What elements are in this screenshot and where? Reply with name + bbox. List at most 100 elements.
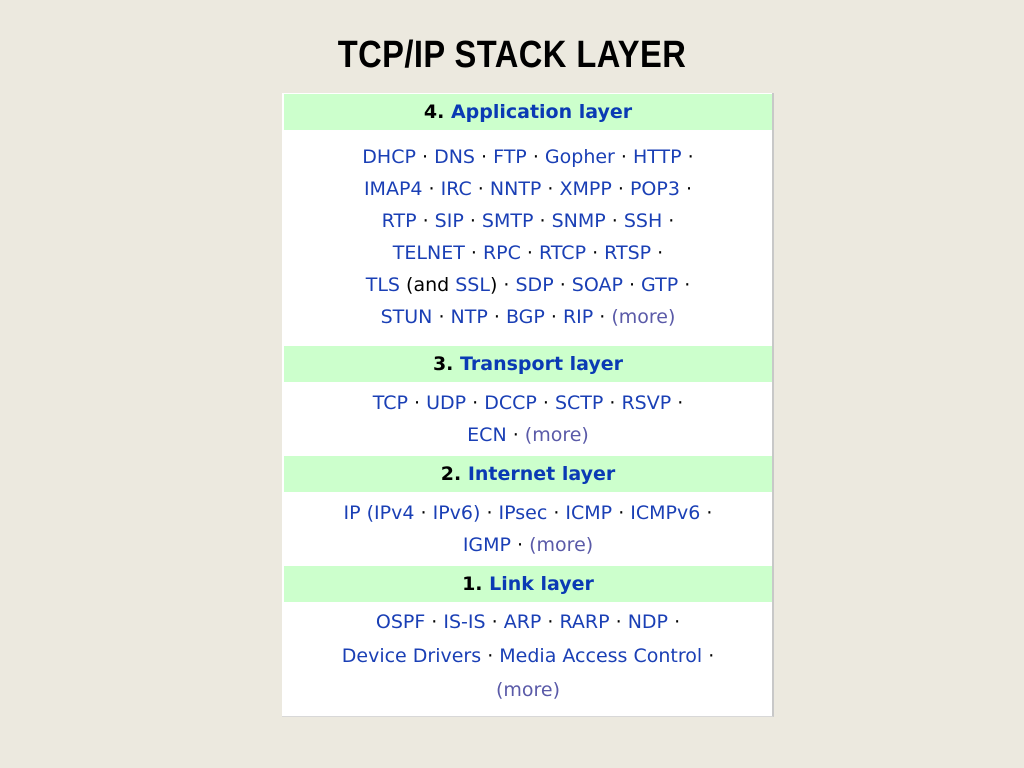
protocol-link-gtp[interactable]: GTP [641,274,679,296]
separator-dot: · [553,274,572,296]
separator-dot: · [614,146,633,168]
protocol-line: RTP · SIP · SMTP · SNMP · SSH · [284,205,772,237]
separator-dot: · [612,502,631,524]
application-layer-header: 4. Application layer [284,94,772,130]
protocol-link-ssh[interactable]: SSH [623,210,663,232]
separator-dot: · [415,146,435,168]
protocol-link-udp[interactable]: UDP [426,392,467,414]
internet-layer-number: 2. [440,463,462,485]
protocol-link-rip[interactable]: RIP [562,306,594,328]
protocol-link-xmpp[interactable]: XMPP [559,178,612,200]
protocol-link-media-access-control[interactable]: Media Access Control [499,645,703,667]
protocol-line: IMAP4 · IRC · NNTP · XMPP · POP3 · [284,173,772,205]
protocol-link-rpc[interactable]: RPC [482,242,521,264]
separator-dot: · [533,210,552,232]
protocol-link-rsvp[interactable]: RSVP [621,392,672,414]
protocol-line: OSPF · IS-IS · ARP · RARP · NDP · [284,605,772,639]
slide-title: TCP/IP STACK LAYER [337,34,687,76]
protocol-link-ip-ipv4[interactable]: IP (IPv4 [343,502,415,524]
protocol-line: IGMP · (more) [284,529,772,561]
protocol-link-telnet[interactable]: TELNET [392,242,465,264]
separator-dot: · [463,210,482,232]
protocol-link-dccp[interactable]: DCCP [484,392,537,414]
separator-dot: · [662,210,675,232]
separator-dot: · [416,210,435,232]
separator-dot: · [511,534,530,556]
more-link[interactable]: (more) [524,424,589,446]
protocol-line: DHCP · DNS · FTP · Gopher · HTTP · [284,141,772,173]
protocol-link-pop3[interactable]: POP3 [629,178,680,200]
protocol-line: TCP · UDP · DCCP · SCTP · RSVP · [284,387,772,419]
protocol-link-icmp[interactable]: ICMP [565,502,613,524]
separator-dot: · [609,611,628,633]
protocol-link-nntp[interactable]: NNTP [489,178,542,200]
application-layer-link[interactable]: Application layer [450,101,633,123]
separator-dot: · [593,306,612,328]
link-layer-number: 1. [462,573,483,595]
protocol-link-ndp[interactable]: NDP [627,611,669,633]
separator-dot: · [485,611,504,633]
protocol-link-soap[interactable]: SOAP [571,274,623,296]
protocol-link-rarp[interactable]: RARP [559,611,610,633]
protocol-link-device-drivers[interactable]: Device Drivers [341,645,488,667]
separator-dot: · [536,392,555,414]
protocol-link-sdp[interactable]: SDP [515,274,554,296]
protocol-link-http[interactable]: HTTP [632,146,682,168]
separator-dot: · [651,242,664,264]
transport-layer-link[interactable]: Transport layer [460,353,624,375]
separator-dot: · [425,611,444,633]
protocol-link-is-is[interactable]: IS-IS [443,611,486,633]
protocol-link-gopher[interactable]: Gopher [544,146,615,168]
application-layer-protocols: DHCP · DNS · FTP · Gopher · HTTP · IMAP4… [284,141,772,333]
more-link[interactable]: (more) [495,679,561,701]
separator-dot: · [603,392,622,414]
protocol-link-smtp[interactable]: SMTP [481,210,534,232]
separator-dot: · [541,611,560,633]
protocol-link-ospf[interactable]: OSPF [375,611,426,633]
protocol-link-tls-and-ssl[interactable]: TLS (and SSL) [365,274,498,296]
protocol-link-igmp[interactable]: IGMP [462,534,511,556]
separator-dot: · [422,178,441,200]
internet-layer-link[interactable]: Internet layer [467,463,616,485]
separator-dot: · [466,392,485,414]
protocol-link-icmpv6[interactable]: ICMPv6 [630,502,701,524]
protocol-link-dns[interactable]: DNS [434,146,475,168]
separator-dot: · [700,502,713,524]
tcp-ip-stack-table: 4. Application layer DHCP · DNS · FTP · … [282,93,774,717]
protocol-link-ntp[interactable]: NTP [450,306,488,328]
protocol-link-ftp[interactable]: FTP [493,146,527,168]
link-layer-link[interactable]: Link layer [489,573,594,595]
protocol-link-stun[interactable]: STUN [380,306,433,328]
protocol-link-sctp[interactable]: SCTP [554,392,604,414]
protocol-link-rtcp[interactable]: RTCP [539,242,587,264]
separator-dot: · [679,178,693,200]
protocol-link-irc[interactable]: IRC [440,178,472,200]
transport-layer-protocols: TCP · UDP · DCCP · SCTP · RSVP · ECN · (… [284,387,772,451]
separator-dot: · [544,306,563,328]
separator-dot: · [611,178,630,200]
application-layer-number: 4. [423,101,445,123]
internet-layer-protocols: IP (IPv4 · IPv6) · IPsec · ICMP · ICMPv6… [284,497,772,561]
separator-dot: · [471,178,490,200]
separator-dot: · [506,424,525,446]
separator-dot: · [702,645,715,667]
protocol-link-tcp[interactable]: TCP [372,392,408,414]
protocol-link-ipv6[interactable]: IPv6) [432,502,481,524]
protocol-link-ecn[interactable]: ECN [467,424,507,446]
separator-dot: · [681,146,694,168]
protocol-link-rtp[interactable]: RTP [381,210,417,232]
more-link[interactable]: (more) [611,306,676,328]
protocol-link-rtsp[interactable]: RTSP [604,242,652,264]
protocol-link-dhcp[interactable]: DHCP [362,146,416,168]
protocol-link-bgp[interactable]: BGP [505,306,545,328]
protocol-link-snmp[interactable]: SNMP [551,210,606,232]
protocol-link-ipsec[interactable]: IPsec [498,502,548,524]
more-link[interactable]: (more) [529,534,594,556]
separator-dot: · [605,210,624,232]
protocol-link-arp[interactable]: ARP [503,611,542,633]
separator-dot: · [668,611,681,633]
protocol-link-sip[interactable]: SIP [434,210,464,232]
protocol-link-imap4[interactable]: IMAP4 [363,178,423,200]
protocol-line: TLS (and SSL) · SDP · SOAP · GTP · [284,269,772,301]
link-layer-protocols: OSPF · IS-IS · ARP · RARP · NDP · Device… [284,605,772,707]
